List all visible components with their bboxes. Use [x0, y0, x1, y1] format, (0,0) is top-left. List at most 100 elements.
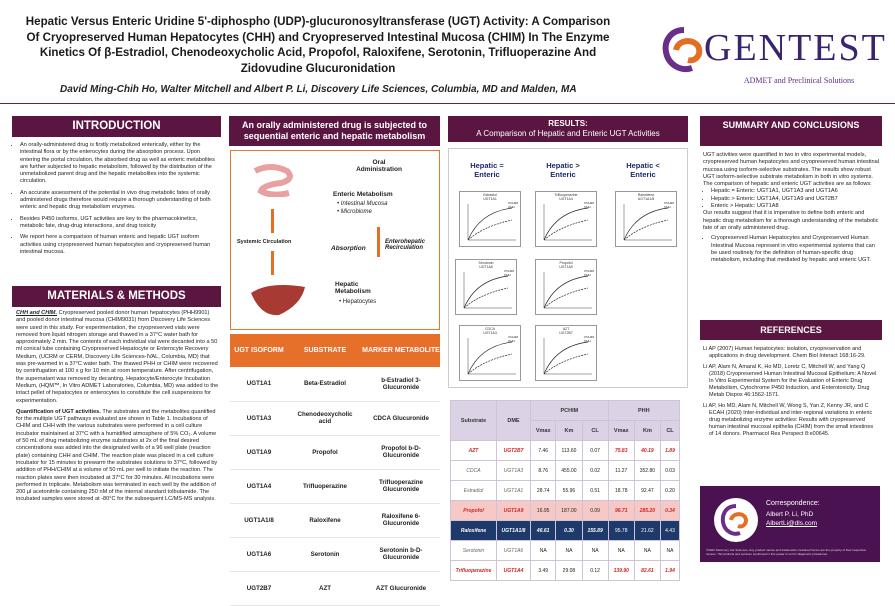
kt-sub-cl: CL: [659, 420, 681, 441]
group-label-less: Hepatic < Enteric: [626, 161, 660, 179]
kinetics-cell: 139.90: [607, 560, 635, 581]
plot-curves: [467, 338, 516, 375]
enteric-label: Enteric Metabolism: [333, 191, 393, 198]
kinetics-cell: 285.20: [633, 500, 661, 521]
systemic-label: Systemic Circulation: [237, 239, 292, 245]
col-metabolite: MARKER METABOLITE: [362, 334, 440, 367]
methods-p2-label: Quantification of UGT activities.: [16, 408, 101, 415]
kinetics-cell: CDCA: [450, 460, 497, 481]
kinetics-cell: 7.46: [529, 440, 557, 461]
col-isoform: UGT ISOFORM: [230, 334, 288, 367]
plot-curves: [463, 272, 512, 309]
recirc-label: Enterohepatic Recirculation: [385, 239, 426, 251]
kinetics-cell: 0.51: [581, 480, 609, 501]
results-panel: Hepatic = Enteric Hepatic > Enteric Hepa…: [448, 148, 688, 388]
kinetics-cell: 0.02: [581, 460, 609, 481]
kt-sub-vmax: Vmax: [607, 420, 635, 441]
kinetics-cell: 28.74: [529, 480, 557, 501]
plot-curves: [543, 204, 592, 241]
kinetics-cell: 75.83: [607, 440, 635, 461]
kinetics-cell: AZT: [450, 440, 497, 461]
plot-curves: [543, 272, 592, 309]
enteric-item-1: • Intestinal Mucosa: [337, 201, 388, 207]
summary-p2: Our results suggest that it is imperativ…: [703, 210, 879, 231]
results-subtitle: A Comparison of Hepatic and Enteric UGT …: [476, 129, 660, 138]
authors-line: David Ming-Chih Ho, Walter Mitchell and …: [60, 84, 577, 95]
kinetics-cell: Trifluoperazine: [450, 560, 497, 581]
kinetics-cell: 0.12: [581, 560, 609, 581]
kinetics-cell: UGT1A9: [496, 500, 531, 521]
kinetics-cell: 46.61: [529, 520, 557, 541]
kinetics-cell: UGT1A1: [496, 480, 531, 501]
contact-box: Correspondence: Albert P. Li, PhD Albert…: [700, 486, 880, 562]
kinetics-cell: Estradiol: [450, 480, 497, 501]
intro-bullet: We report here a comparison of human ent…: [20, 234, 218, 256]
kinetics-cell: 187.00: [555, 500, 583, 521]
kinetics-cell: 11.27: [607, 460, 635, 481]
summary-p1: UGT activities were quantified in two in…: [703, 152, 879, 188]
middle-header: An orally administered drug is subjected…: [229, 116, 440, 146]
isoform-table: UGT ISOFORM SUBSTRATE MARKER METABOLITE …: [230, 334, 440, 606]
kt-sub-vmax: Vmax: [529, 420, 557, 441]
kt-col-dme: DME: [496, 400, 531, 441]
gentest-logo: GENTEST ADMET and Preclinical Solutions: [662, 26, 885, 96]
summary-item: Hepatic > Enteric: UGT1A4, UGT1A9 and UG…: [711, 196, 879, 203]
kinetics-cell: NA: [633, 540, 661, 561]
kinetics-cell: 1.94: [659, 560, 681, 581]
kinetics-cell: UGT1A6: [496, 540, 531, 561]
kinetics-cell: Propofol: [450, 500, 497, 521]
contact-email[interactable]: AlbertLi@dls.com: [766, 520, 818, 527]
kinetics-cell: 21.62: [633, 520, 661, 541]
kt-col-phh: PHH: [607, 400, 681, 421]
kt-col-pchim: PCHIM: [530, 400, 609, 421]
contact-name: Albert P. Li, PhD: [766, 511, 814, 518]
kinetics-cell: NA: [659, 540, 681, 561]
kinetics-cell: UGT1A4: [496, 560, 531, 581]
plot-curves: [543, 338, 592, 375]
kinetics-cell: 3.49: [529, 560, 557, 581]
kinetics-cell: UGT1A3: [496, 460, 531, 481]
kinetics-table: Substrate DME PCHIM PHH Vmax Km CL Vmax …: [450, 400, 681, 581]
reference-item: Li AP, Alam N, Amaral K, Ho MD, Loretz C…: [703, 364, 877, 398]
methods-p2: The substrates and the metabolites quant…: [16, 408, 218, 503]
hepatic-label: Hepatic Metabolism: [335, 281, 371, 295]
plot-curves: [467, 204, 516, 241]
kinetics-cell: 0.20: [659, 480, 681, 501]
summary-item: Hepatic = Enteric: UGT1A1, UGT1A3 and UG…: [711, 188, 879, 195]
kinetics-cell: 455.00: [555, 460, 583, 481]
kinetics-cell: 96.71: [607, 500, 635, 521]
metabolism-diagram: Oral Administration Enteric Metabolism •…: [230, 150, 440, 330]
kinetics-cell: NA: [529, 540, 557, 561]
methods-body: CHH and CHIM. Cryopreserved pooled donor…: [16, 310, 220, 504]
intro-list: An orally-administered drug is firstly m…: [12, 142, 218, 260]
group-label-equal: Hepatic = Enteric: [470, 161, 504, 179]
logo-tagline: ADMET and Preclinical Solutions: [743, 76, 855, 85]
kinetics-cell: 29.08: [555, 560, 583, 581]
kinetics-cell: 0.30: [555, 520, 583, 541]
header-rule: [0, 103, 895, 104]
col-substrate: SUBSTRATE: [288, 334, 362, 367]
summary-body: UGT activities were quantified in two in…: [703, 152, 879, 264]
logo-wordmark: GENTEST: [704, 27, 887, 69]
footer-note: ©2022 Discovery Life Sciences. Any produ…: [706, 548, 867, 556]
absorption-label: Absorption: [331, 245, 366, 252]
